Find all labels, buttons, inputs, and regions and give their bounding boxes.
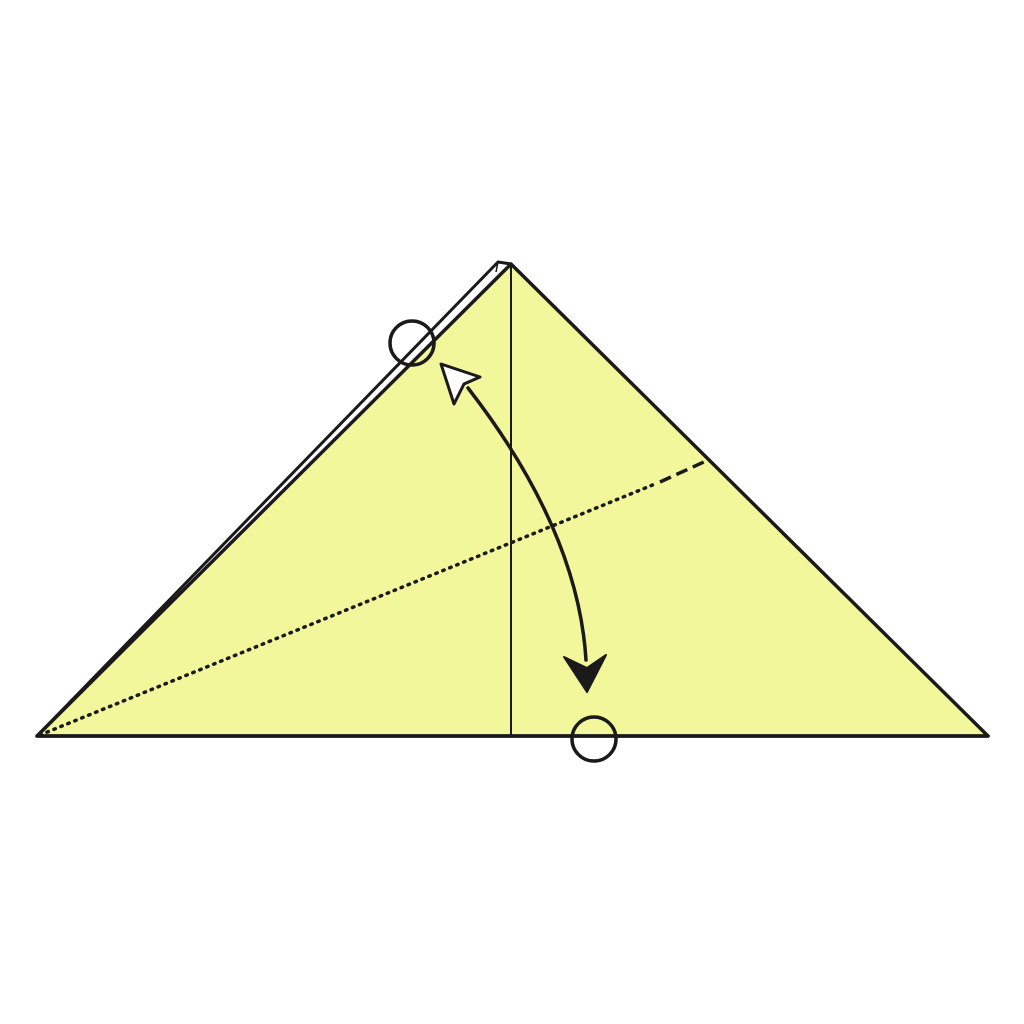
fold-arrow-curve — [466, 386, 588, 662]
fold-line-extension — [659, 459, 707, 484]
reference-circle-top-icon — [388, 319, 436, 367]
fold-arrowhead-icon — [563, 654, 607, 693]
back-layer-corner-crease — [495, 261, 499, 273]
reference-circle-bottom-icon — [570, 715, 618, 763]
paper-triangle — [35, 262, 990, 738]
unfold-arrowhead-icon — [439, 362, 482, 406]
